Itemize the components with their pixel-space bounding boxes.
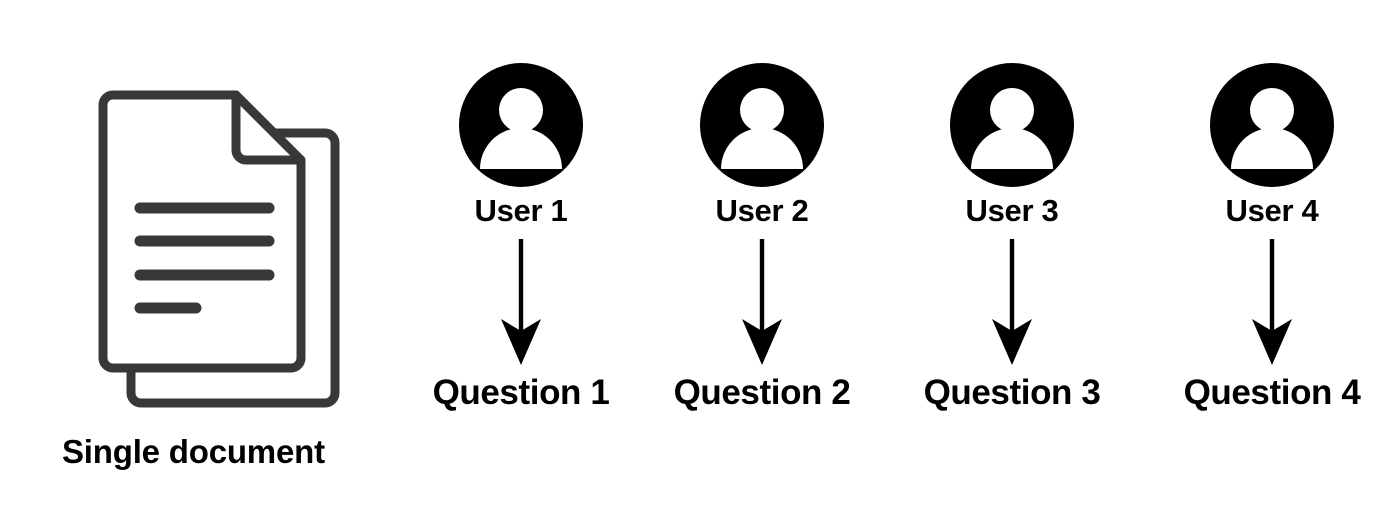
user-column-1: User 1 Question 1 — [391, 60, 651, 413]
user-label: User 2 — [715, 193, 809, 228]
user-label: User 3 — [965, 193, 1059, 228]
arrow-down-icon — [982, 238, 1042, 369]
user-label: User 4 — [1225, 193, 1319, 228]
document-back-page — [126, 128, 340, 408]
single-document-group — [90, 80, 360, 415]
user-column-2: User 2 Question 2 — [632, 60, 892, 413]
user-label: User 1 — [474, 193, 568, 228]
user-column-4: User 4 Question 4 — [1142, 60, 1400, 413]
document-fold-corner — [231, 90, 306, 165]
arrow-down-icon — [1242, 238, 1302, 369]
single-document-caption: Single document — [62, 433, 325, 470]
user-avatar-icon — [1210, 63, 1334, 187]
arrow-down-icon — [732, 238, 792, 369]
document-front-page — [98, 90, 306, 373]
question-label: Question 2 — [673, 372, 851, 412]
question-label: Question 4 — [1183, 372, 1361, 412]
user-avatar-icon — [459, 63, 583, 187]
question-label: Question 1 — [432, 372, 610, 412]
arrow-down-icon — [491, 238, 551, 369]
stacked-document-icon — [98, 90, 340, 408]
user-avatar-icon — [700, 63, 824, 187]
user-column-3: User 3 Question 3 — [882, 60, 1142, 413]
user-avatar-icon — [950, 63, 1074, 187]
question-label: Question 3 — [923, 372, 1101, 412]
